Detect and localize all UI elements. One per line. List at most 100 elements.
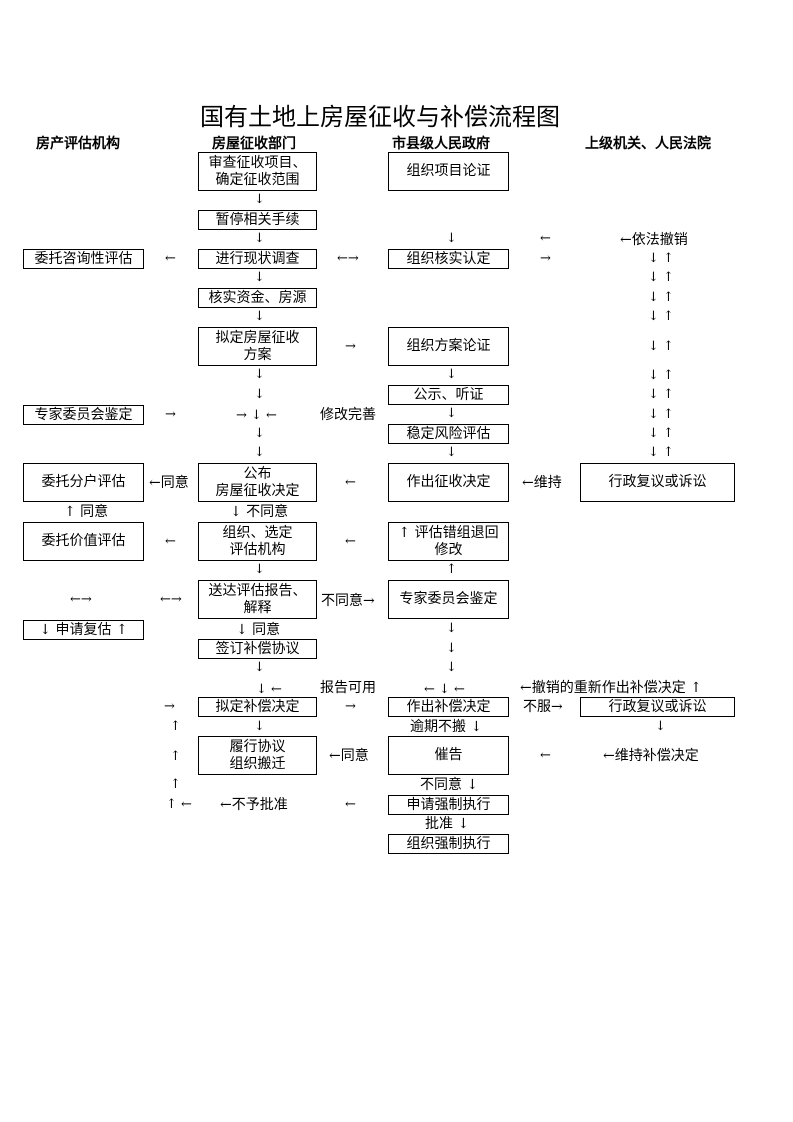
arrow-merge: ← ↓ ← xyxy=(424,682,465,697)
box-draft-compensation: 拟定补偿决定 xyxy=(198,697,317,717)
arrow-up: ↑ xyxy=(446,562,457,577)
arrow-up-left: ↑ ← xyxy=(166,797,192,812)
arrow-down: ↓ xyxy=(655,719,666,734)
arrow-both: ←→ xyxy=(160,592,182,607)
label-approve: 批准 ↓ xyxy=(425,816,470,832)
column-superior-court: 上级机关、人民法院 xyxy=(585,136,711,152)
arrow-down: ↓ xyxy=(254,270,265,285)
arrow-right: → xyxy=(165,407,176,422)
arrow-down: ↓ xyxy=(446,660,457,675)
arrow-down-up: ↓ ↑ xyxy=(648,368,674,383)
box-appraisal-error-return: ↑ 评估错组退回 修改 xyxy=(388,522,509,561)
arrow-down: ↓ xyxy=(254,387,265,402)
label-not-accept: 不服→ xyxy=(523,699,563,715)
label-agree-up: ↑ 同意 xyxy=(64,504,109,520)
box-urge-notice: 催告 xyxy=(388,736,509,775)
arrow-left: ← xyxy=(165,534,176,549)
box-sign-agreement: 签订补偿协议 xyxy=(198,639,317,659)
arrow-right: → xyxy=(345,339,356,354)
arrow-down-up: ↓ ↑ xyxy=(648,445,674,460)
arrow-left: ← xyxy=(345,797,356,812)
arrow-down: ↓ xyxy=(446,621,457,636)
arrow-down-up: ↓ ↑ xyxy=(648,251,674,266)
arrow-down-up: ↓ ↑ xyxy=(648,426,674,441)
arrow-left: ← xyxy=(345,534,356,549)
label-not-approve: ←不予批准 xyxy=(220,797,288,813)
box-reappraisal: ↓ 申请复估 ↑ xyxy=(23,620,144,640)
arrow-down: ↓ xyxy=(254,309,265,324)
box-verify-funds: 核实资金、房源 xyxy=(198,288,317,308)
arrow-down: ↓ xyxy=(254,231,265,246)
column-expropriation-department: 房屋征收部门 xyxy=(212,136,296,152)
label-maintain: ←维持 xyxy=(522,475,562,491)
box-select-agency: 组织、选定 评估机构 xyxy=(198,522,317,561)
arrow-down: ↓ xyxy=(446,367,457,382)
arrow-down: ↓ xyxy=(446,641,457,656)
arrow-down: ↓ xyxy=(254,367,265,382)
box-publicize-hearing: 公示、听证 xyxy=(388,385,509,405)
column-county-government: 市县级人民政府 xyxy=(392,136,490,152)
arrow-down-up: ↓ ↑ xyxy=(648,407,674,422)
box-value-appraisal: 委托价值评估 xyxy=(23,522,144,561)
box-expropriation-decision: 作出征收决定 xyxy=(388,463,509,502)
arrow-down: ↓ xyxy=(254,562,265,577)
arrow-right: → xyxy=(540,251,551,266)
arrow-down: ↓ xyxy=(254,192,265,207)
label-revoke: ←依法撤销 xyxy=(620,232,688,248)
arrow-up: ↑ xyxy=(170,777,181,792)
box-announce-decision: 公布 房屋征收决定 xyxy=(198,463,317,502)
label-disagree-2: 不同意 ↓ xyxy=(420,777,479,793)
label-agree-2: ←同意 xyxy=(329,748,369,764)
arrow-down: ↓ xyxy=(254,660,265,675)
box-compensation-decision: 作出补偿决定 xyxy=(388,697,509,717)
arrow-right: → xyxy=(164,699,175,714)
arrow-down-up: ↓ ↑ xyxy=(648,387,674,402)
arrow-merge: → ↓ ← xyxy=(236,408,277,423)
box-consult-appraisal: 委托咨询性评估 xyxy=(23,249,144,269)
box-deliver-report: 送达评估报告、 解释 xyxy=(198,580,317,619)
label-overdue: 逾期不搬 ↓ xyxy=(410,719,483,735)
arrow-both: ←→ xyxy=(70,592,92,607)
diagram-title: 国有土地上房屋征收与补偿流程图 xyxy=(200,103,560,131)
box-expert-committee-right: 专家委员会鉴定 xyxy=(388,580,509,619)
box-draft-plan: 拟定房屋征收 方案 xyxy=(198,327,317,366)
arrow-left: ← xyxy=(540,231,551,246)
arrow-both: ←→ xyxy=(337,251,359,266)
box-confirm-verification: 组织核实认定 xyxy=(388,249,509,269)
label-agree-down: ↓ 同意 xyxy=(236,622,281,638)
box-review-project: 审查征收项目、 确定征收范围 xyxy=(198,152,317,191)
label-report-usable: 报告可用 xyxy=(320,680,376,696)
box-status-survey: 进行现状调查 xyxy=(198,249,317,269)
box-apply-enforcement: 申请强制执行 xyxy=(388,795,509,815)
label-maintain-compensation: ←维持补偿决定 xyxy=(603,748,699,764)
arrow-merge: ↓ ← xyxy=(256,682,282,697)
arrow-right: → xyxy=(345,699,356,714)
label-modify: 修改完善 xyxy=(320,407,376,423)
box-organize-enforcement: 组织强制执行 xyxy=(388,834,509,854)
box-household-appraisal: 委托分户评估 xyxy=(23,463,144,502)
label-revoke-redo: ←撤销的重新作出补偿决定 ↑ xyxy=(520,680,702,696)
arrow-down: ↓ xyxy=(446,406,457,421)
arrow-left: ← xyxy=(165,251,176,266)
box-scheme-demonstration: 组织方案论证 xyxy=(388,327,509,366)
arrow-down: ↓ xyxy=(254,719,265,734)
box-admin-review-1: 行政复议或诉讼 xyxy=(580,463,735,502)
label-disagree-down: ↓ 不同意 xyxy=(230,504,289,520)
arrow-up: ↑ xyxy=(170,719,181,734)
box-risk-assessment: 稳定风险评估 xyxy=(388,424,509,444)
arrow-down-up: ↓ ↑ xyxy=(648,339,674,354)
box-perform-relocation: 履行协议 组织搬迁 xyxy=(198,736,317,775)
label-disagree-right: 不同意→ xyxy=(321,593,375,609)
arrow-up: ↑ xyxy=(170,749,181,764)
arrow-left: ← xyxy=(540,748,551,763)
box-admin-review-2: 行政复议或诉讼 xyxy=(580,697,735,717)
label-agree-1: ←同意 xyxy=(149,475,189,491)
arrow-left: ← xyxy=(345,475,356,490)
arrow-down: ↓ xyxy=(254,445,265,460)
arrow-down: ↓ xyxy=(446,231,457,246)
box-suspend-procedures: 暂停相关手续 xyxy=(198,210,317,230)
box-expert-committee-left: 专家委员会鉴定 xyxy=(23,405,144,425)
arrow-down-up: ↓ ↑ xyxy=(648,270,674,285)
arrow-down: ↓ xyxy=(446,445,457,460)
column-appraisal-agency: 房产评估机构 xyxy=(36,136,120,152)
